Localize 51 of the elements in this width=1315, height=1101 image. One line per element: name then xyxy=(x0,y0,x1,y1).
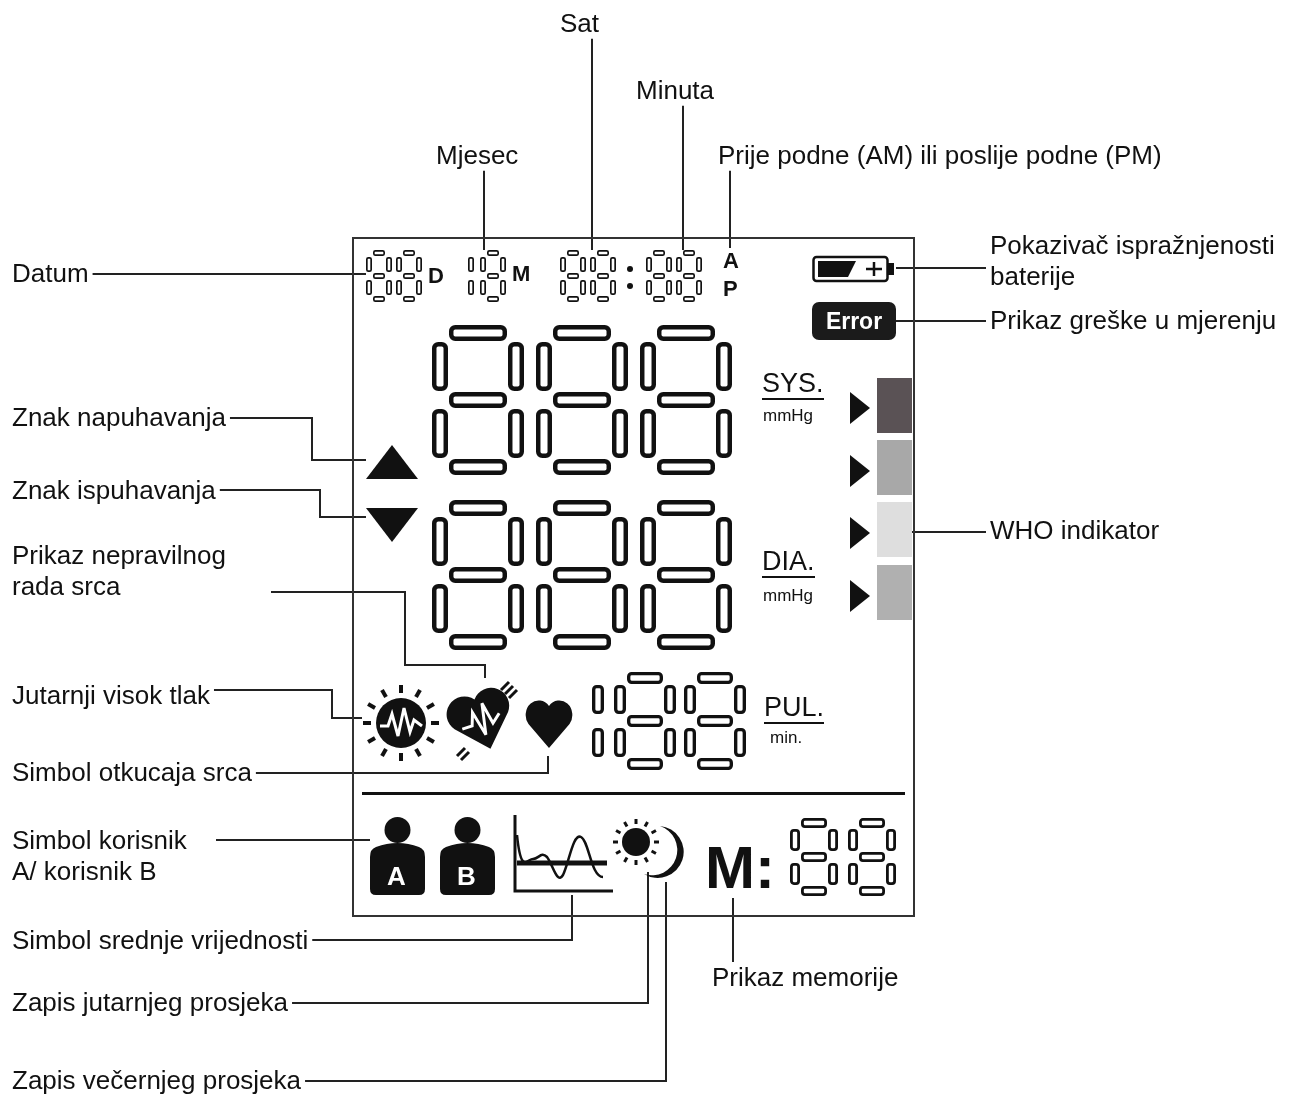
leader-line xyxy=(729,169,731,249)
user-letter: B xyxy=(457,863,476,889)
callout-label: Prikaz nepravilnog rada srca xyxy=(12,540,267,602)
callout-label: Simbol korisnik A/ korisnik B xyxy=(12,825,212,887)
leader-line xyxy=(218,489,367,518)
callout-label: WHO indikator xyxy=(990,515,1160,546)
leader-line xyxy=(291,871,649,1004)
leader-line xyxy=(212,689,363,719)
leader-line xyxy=(254,755,549,774)
leader-line xyxy=(311,894,573,941)
callout-label: Znak ispuhavanja xyxy=(12,475,216,506)
leader-line xyxy=(682,104,684,251)
am-pm-letter: P xyxy=(723,276,738,302)
unit-label: mmHg xyxy=(763,406,814,426)
leader-line xyxy=(91,273,367,275)
measurement-label: DIA. xyxy=(762,546,815,578)
leader-line xyxy=(483,169,485,251)
leader-line xyxy=(591,37,593,251)
unit-letter: D xyxy=(428,264,444,288)
callout-label: Zapis jutarnjeg prosjeka xyxy=(12,987,289,1018)
callout-label: Minuta xyxy=(636,75,715,106)
leader-line xyxy=(732,897,734,963)
callout-label: Prikaz greške u mjerenju xyxy=(990,305,1277,336)
who-level-bar xyxy=(877,502,912,557)
leader-line xyxy=(895,267,987,269)
callout-label: Pokazivač ispražnjenosti baterije xyxy=(990,230,1315,292)
callout-label: Simbol srednje vrijednosti xyxy=(12,925,309,956)
callout-label: Mjesec xyxy=(436,140,519,171)
callout-label: Simbol otkucaja srca xyxy=(12,757,252,788)
leader-line xyxy=(895,320,987,322)
callout-label: Zapis večernjeg prosjeka xyxy=(12,1065,302,1096)
measurement-label: SYS. xyxy=(762,368,824,400)
measurement-label: PUL. xyxy=(764,692,825,724)
user-letter: A xyxy=(387,863,406,889)
unit-label: min. xyxy=(770,728,803,748)
callout-label: Jutarnji visok tlak xyxy=(12,680,210,711)
leader-line xyxy=(215,839,371,841)
callout-label: Znak napuhavanja xyxy=(12,402,226,433)
error-badge: Error xyxy=(812,302,896,340)
callout-label: Prikaz memorije xyxy=(712,962,899,993)
lcd-display-frame xyxy=(352,237,915,917)
leader-line xyxy=(304,881,667,1082)
leader-line xyxy=(270,591,486,679)
callout-label: Sat xyxy=(560,8,600,39)
unit-letter: M xyxy=(512,262,531,286)
memory-label: M: xyxy=(705,838,775,898)
unit-label: mmHg xyxy=(763,586,814,606)
leader-line xyxy=(228,417,367,461)
callout-label: Prije podne (AM) ili poslije podne (PM) xyxy=(718,140,1162,171)
callout-label: Datum xyxy=(12,258,89,289)
am-pm-letter: A xyxy=(723,248,739,274)
